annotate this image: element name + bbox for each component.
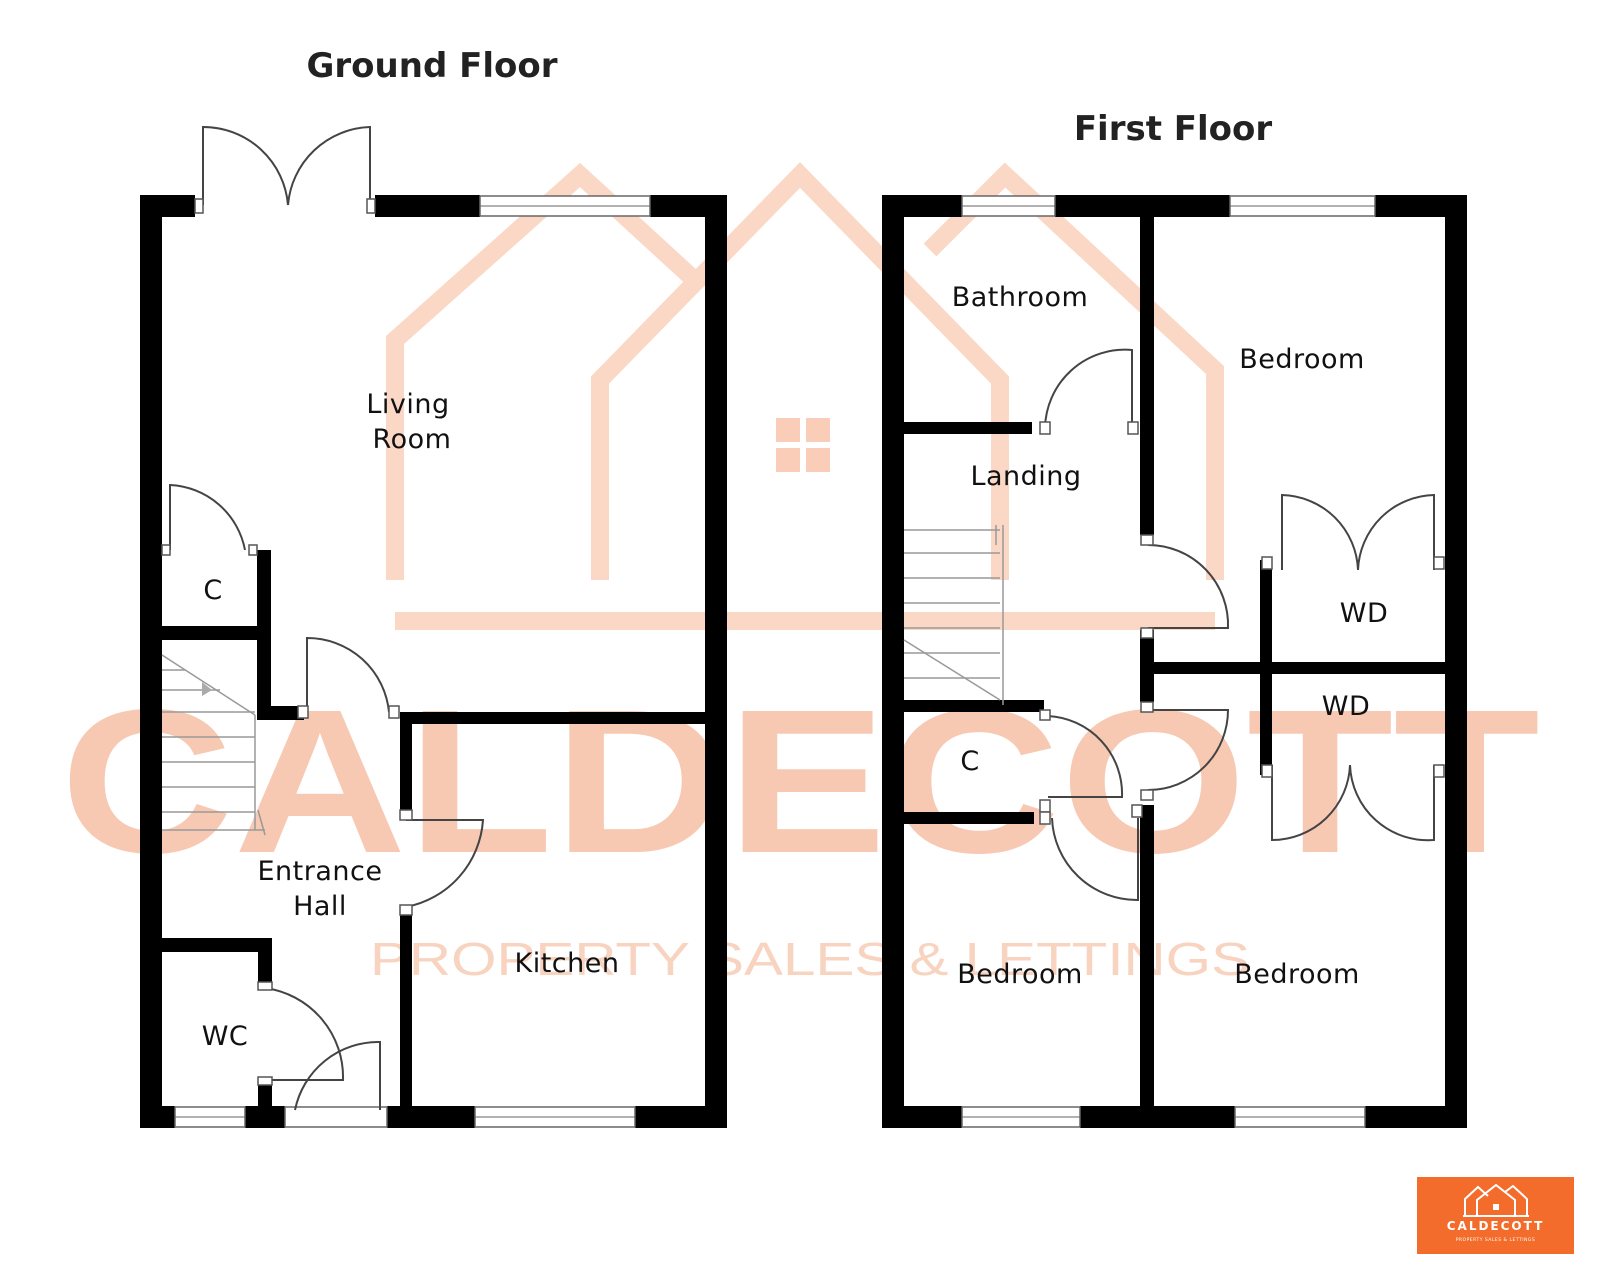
first-floor-windows — [961, 195, 1376, 1128]
ground-floor-title: Ground Floor — [307, 46, 558, 86]
ground-floor-labels: Living Room C Entrance Hall Kitchen WC — [202, 389, 620, 1052]
room-label-cupboard: C — [203, 575, 222, 606]
house-logo-icon — [1463, 1183, 1529, 1217]
watermark-window-icon — [776, 418, 830, 472]
room-label-cupboard-first: C — [960, 746, 979, 777]
logo-tagline: PROPERTY SALES & LETTINGS — [1455, 1238, 1536, 1243]
room-label-landing: Landing — [970, 461, 1081, 492]
room-label-bedroom-left: Bedroom — [957, 959, 1083, 990]
logo-brand-name: CALDECOTT — [1446, 1219, 1545, 1233]
room-label-kitchen: Kitchen — [515, 948, 620, 979]
room-label-living-2: Room — [373, 424, 452, 455]
watermark-ground-line — [395, 612, 1215, 630]
room-label-wardrobe-1: WD — [1340, 598, 1389, 629]
watermark-house-center — [591, 162, 1009, 580]
room-label-entrance-1: Entrance — [258, 856, 383, 887]
room-label-wardrobe-2: WD — [1322, 691, 1371, 722]
room-label-entrance-2: Hall — [293, 891, 347, 922]
watermark-house-left — [386, 162, 707, 580]
first-floor-walls — [882, 195, 1467, 1128]
room-label-bedroom-right: Bedroom — [1234, 959, 1360, 990]
first-floor-stairs — [903, 525, 1004, 705]
ground-floor-windows — [174, 195, 651, 1128]
watermark-house-right — [923, 162, 1224, 580]
room-label-bedroom-top: Bedroom — [1239, 344, 1365, 375]
watermark-tagline: PROPERTY SALES & LETTINGS — [370, 933, 1250, 985]
first-floor-title: First Floor — [1074, 109, 1273, 149]
room-label-bathroom: Bathroom — [952, 282, 1089, 313]
brand-logo: CALDECOTT PROPERTY SALES & LETTINGS — [1417, 1177, 1574, 1254]
room-label-living-1: Living — [366, 389, 449, 420]
ground-floor-doors — [161, 125, 485, 1111]
room-label-wc: WC — [202, 1021, 249, 1052]
ground-floor-walls — [140, 195, 727, 1128]
first-floor-labels: Bathroom Bedroom Landing WD WD C Bedroom… — [952, 282, 1389, 990]
ground-floor-stairs — [161, 654, 266, 836]
first-floor-doors — [1039, 348, 1445, 902]
